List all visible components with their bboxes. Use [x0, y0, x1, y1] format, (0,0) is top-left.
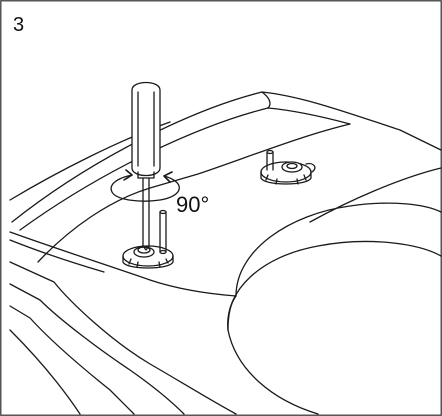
left-hinge-fixing: [122, 209, 174, 269]
rotation-arrow-icon: [110, 169, 180, 202]
toilet-body: [9, 91, 442, 415]
rotation-angle-label: 90°: [176, 192, 210, 217]
right-hinge-fixing: [260, 149, 316, 185]
step-number: 3: [13, 14, 25, 36]
screwdriver-icon: [131, 81, 161, 251]
